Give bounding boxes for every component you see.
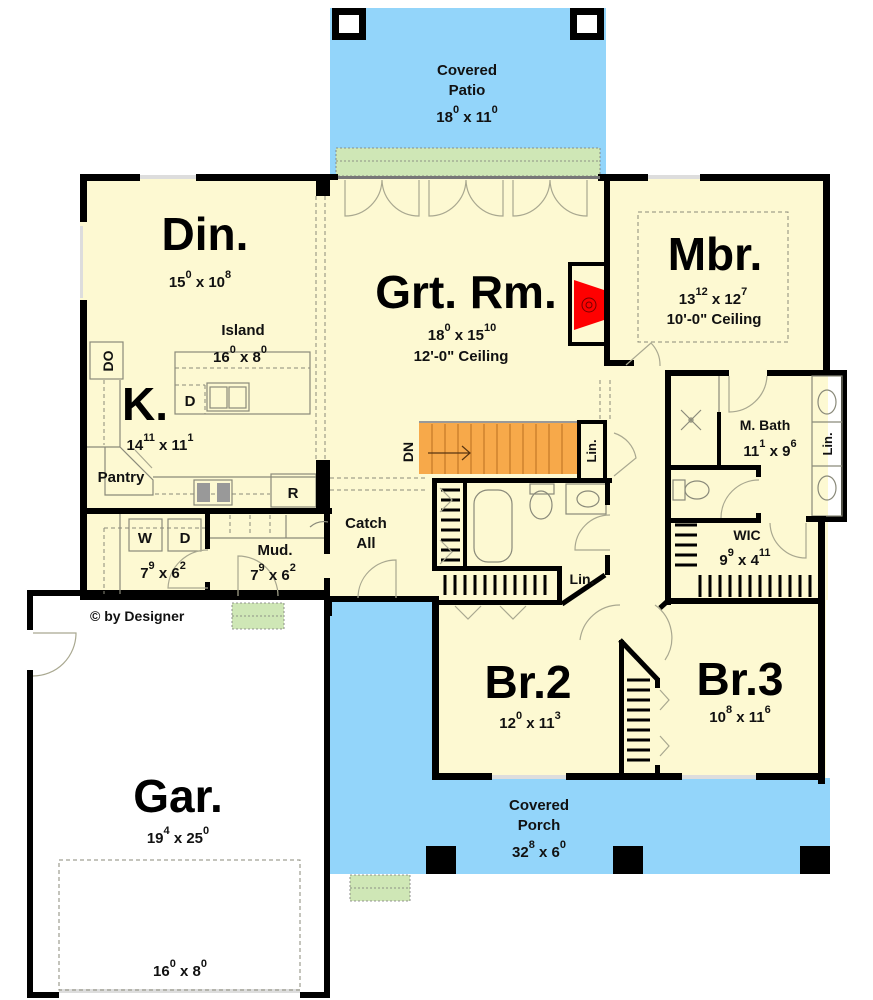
linen-closet-2-label: Lin. [570,571,595,587]
master-bedroom-ceiling: 10'-0" Ceiling [667,311,762,328]
mbath-linen-label: Lin. [820,432,835,455]
great-room-label: Grt. Rm. [375,266,556,318]
wic-door [769,522,807,559]
copyright-notice: © by Designer [90,608,185,624]
bedroom-2-dimensions: 120 x 113 [499,710,560,732]
hall-linen-shelving [443,575,547,595]
kitchen-dimensions: 1411 x 111 [127,432,194,454]
catch-all-label-1: Catch [345,515,387,532]
garage-label: Gar. [133,770,223,822]
cooktop [193,479,233,506]
shower-drain-icon [680,409,702,431]
linen-closet-1 [577,420,607,482]
covered-patio: Covered Patio 180 x 110 [330,8,606,180]
bedroom-3-label: Br.3 [697,653,784,705]
porch-post-1 [426,846,456,874]
covered-porch: Covered Porch 328 x 60 [330,600,830,902]
kitchen-island [174,351,311,415]
island-dishwasher-label: D [185,393,196,410]
stairs-down-label: DN [400,442,416,462]
porch-label-2: Porch [518,817,561,834]
dining-room: Din. 150 x 108 [162,196,326,460]
bedroom-3: Br.3 108 x 116 [618,638,784,778]
mbath-door [728,375,768,413]
wic-label: WIC [733,527,760,543]
hall-toilet [529,490,553,520]
porch-post-3 [800,846,830,874]
wic-shelving [675,523,812,597]
mbath-vanity [811,375,843,517]
stairs-arrow-icon [428,445,471,461]
fireplace-icon [574,280,604,330]
dining-label: Din. [162,208,249,260]
garage-door-dimensions: 160 x 80 [153,958,207,980]
kitchen: Island 160 x 80 D DO K. 1411 x 111 Pantr… [87,322,332,514]
catch-all-label-2: All [356,535,375,552]
master-bedroom-label: Mbr. [668,228,763,280]
dining-dimensions: 150 x 108 [169,269,231,291]
stairs: DN Lin. [400,420,612,483]
master-bedroom-dimensions: 1312 x 127 [679,286,747,308]
master-bath-dimensions: 111 x 96 [743,438,796,460]
dryer [167,518,202,552]
porch-post-2 [613,846,643,874]
washer-label: W [138,530,153,547]
porch-label-1: Covered [509,797,569,814]
master-bath: Lin. M. Bath 111 x 96 [671,375,843,559]
porch-dimensions: 328 x 60 [512,839,566,861]
hall-bath: Lin. [432,478,611,607]
patio-steps [335,147,601,177]
garage-dimensions: 194 x 250 [147,825,209,847]
front-door [357,559,397,599]
catch-all: Catch All [330,477,425,599]
hall-closet-shelving [441,488,460,562]
master-bedroom: Mbr. 1312 x 127 10'-0" Ceiling [604,211,827,605]
mud-dimensions: 79 x 62 [250,562,296,584]
great-room-ceiling: 12'-0" Ceiling [414,348,509,365]
island-label: Island [221,322,264,339]
mbath-toilet [684,480,710,500]
garage: Gar. 194 x 250 160 x 80 © by Designer [27,590,330,998]
dryer-label: D [180,530,191,547]
pantry-outline [104,446,154,496]
patio-french-doors [338,176,600,217]
bathtub [473,489,513,563]
island-dimensions: 160 x 80 [213,344,267,366]
garage-door-outline [58,859,301,991]
patio-dimensions: 180 x 110 [436,104,497,126]
laundry-room: W D 79 x 62 [103,514,210,596]
double-oven-label: DO [100,350,116,371]
mbr-door [625,342,661,367]
pantry-label: Pantry [98,469,145,486]
garage-entry-door [32,632,77,677]
great-room-dimensions: 180 x 1510 [428,322,496,344]
great-room: Grt. Rm. 180 x 1510 12'-0" Ceiling [375,262,611,420]
staircase [419,422,579,474]
patio-label-1: Covered [437,62,497,79]
refrigerator-label: R [288,485,299,502]
washer [128,518,163,552]
laundry-dimensions: 79 x 62 [140,560,186,582]
bedroom-2-label: Br.2 [485,656,572,708]
patio-label-2: Patio [449,82,486,99]
br3-closet-shelving [627,678,650,762]
kitchen-label: K. [122,378,168,430]
mud-room: Mud. 79 x 62 [210,514,330,600]
bedroom-3-dimensions: 108 x 116 [709,704,770,726]
bedroom-2: Br.2 120 x 113 [454,605,572,732]
master-bath-label: M. Bath [740,417,791,433]
linen-closet-1-label: Lin. [584,439,599,462]
kitchen-sink [206,382,250,412]
walk-in-closet: WIC 99 x 411 [658,523,825,610]
hall-doors [439,432,673,661]
wic-dimensions: 99 x 411 [719,547,770,569]
mud-label: Mud. [258,542,293,559]
kitchen-laundry-wall [87,508,332,514]
double-oven [89,341,124,380]
